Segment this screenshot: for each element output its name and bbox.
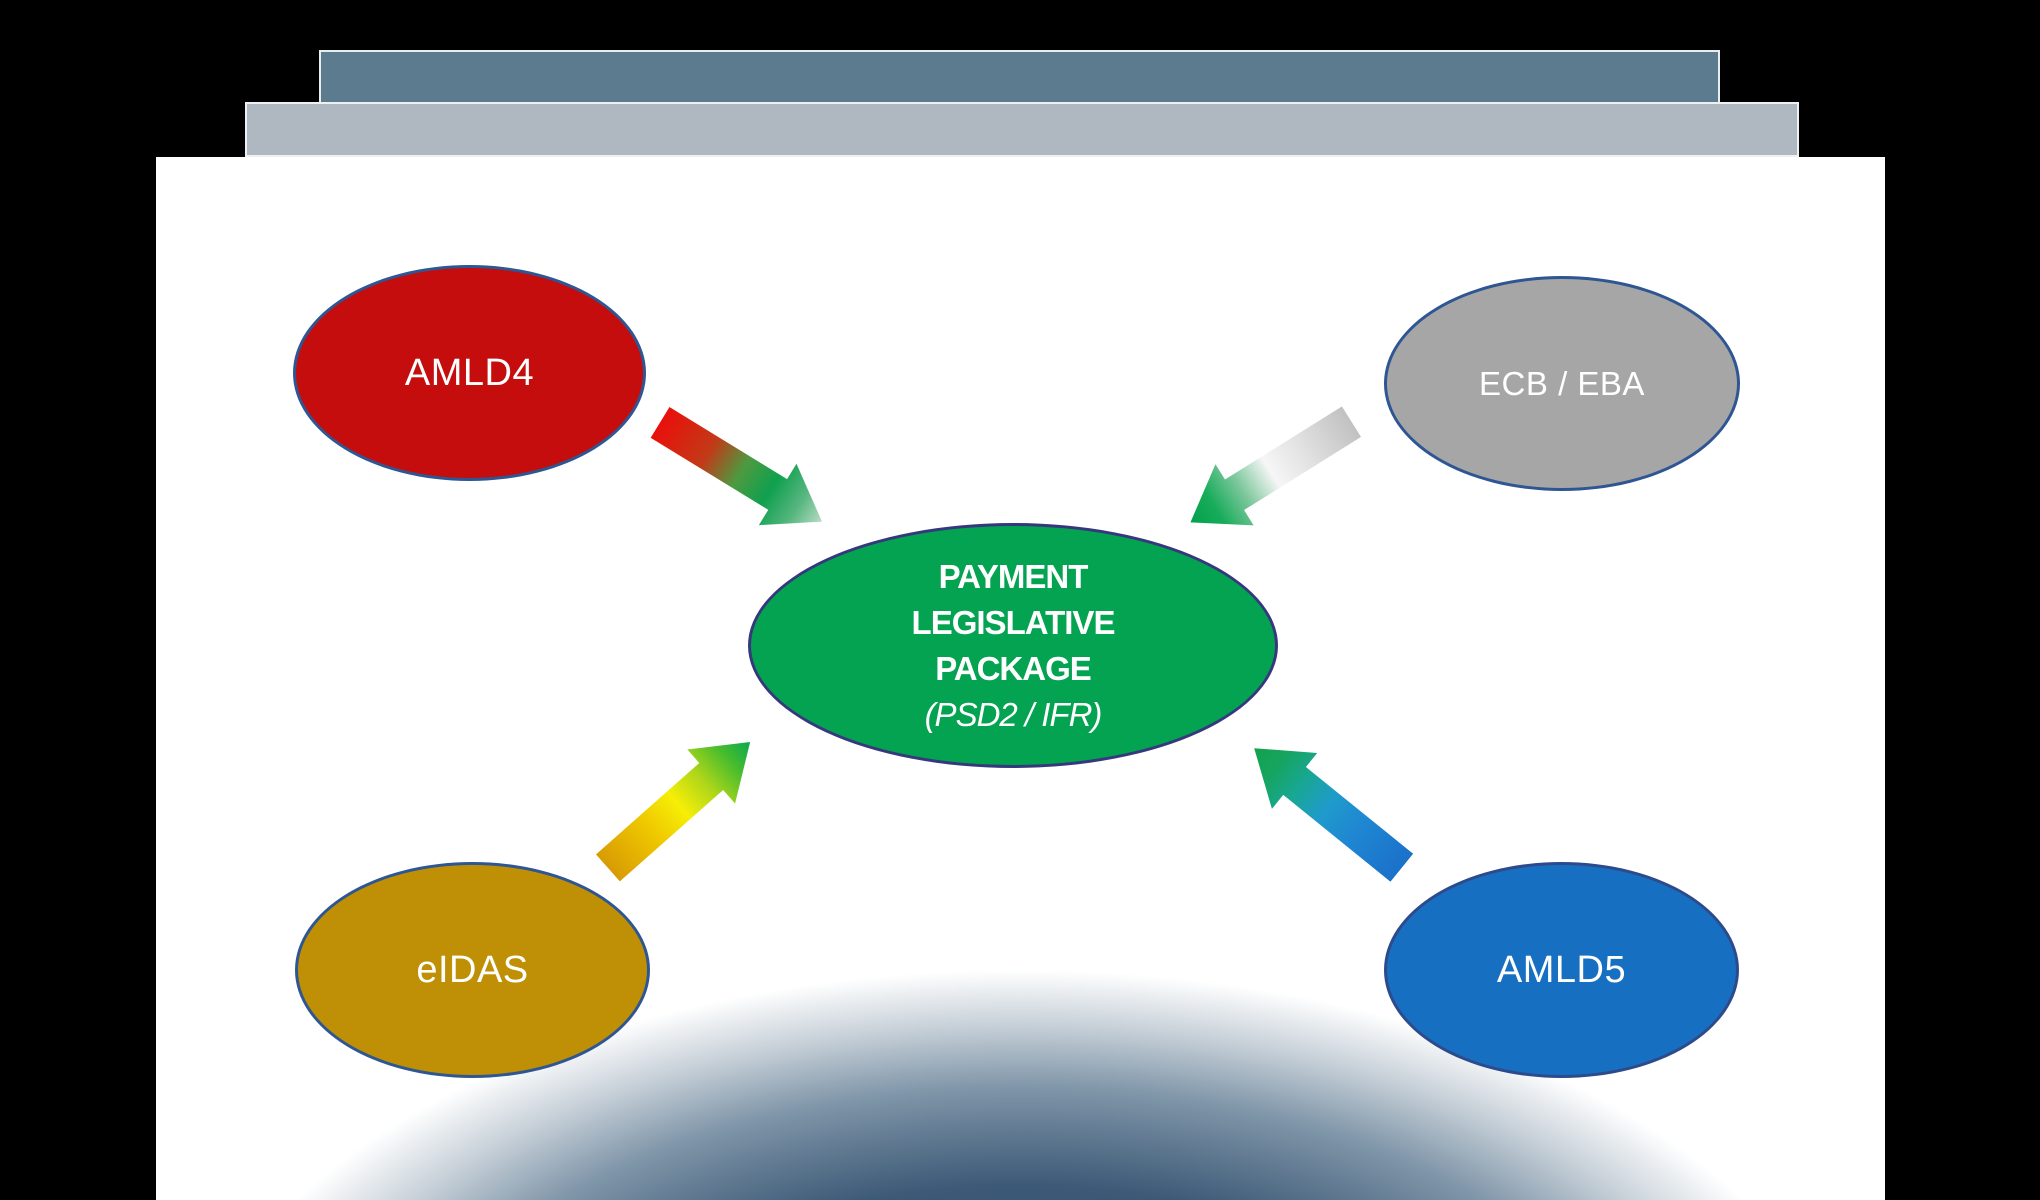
node-eidas: eIDAS (295, 862, 650, 1078)
arrow-eidas-to-center (595, 742, 751, 882)
arrow-amld5-to-center (1254, 748, 1414, 882)
node-amld5: AMLD5 (1384, 862, 1739, 1078)
deck-front-bar (245, 102, 1799, 157)
node-ecb-eba-label: ECB / EBA (1479, 364, 1645, 402)
arrow-ecb-to-center (1190, 406, 1362, 526)
center-line-3: PACKAGE (935, 649, 1092, 687)
arrow-shape (595, 742, 751, 882)
center-node-text: PAYMENT LEGISLATIVE PACKAGE (PSD2 / IFR) (911, 554, 1116, 738)
node-amld5-label: AMLD5 (1496, 948, 1627, 991)
node-eidas-label: eIDAS (416, 948, 529, 991)
node-ecb-eba: ECB / EBA (1384, 276, 1740, 491)
arrow-shape (650, 407, 823, 526)
slide-canvas: AMLD4 ECB / EBA eIDAS AMLD5 PAYMENT LEGI… (156, 157, 1885, 1200)
node-amld4: AMLD4 (293, 265, 646, 481)
arrow-amld4-to-center (650, 407, 823, 526)
center-line-2: LEGISLATIVE (911, 603, 1116, 641)
center-line-1: PAYMENT (938, 557, 1089, 595)
center-line-4: (PSD2 / IFR) (924, 695, 1103, 733)
arrow-shape (1254, 748, 1414, 882)
node-amld4-label: AMLD4 (404, 351, 535, 394)
node-payment-legislative-package: PAYMENT LEGISLATIVE PACKAGE (PSD2 / IFR) (748, 523, 1278, 768)
deck-back-bar (319, 50, 1720, 105)
arrow-shape (1190, 406, 1362, 526)
